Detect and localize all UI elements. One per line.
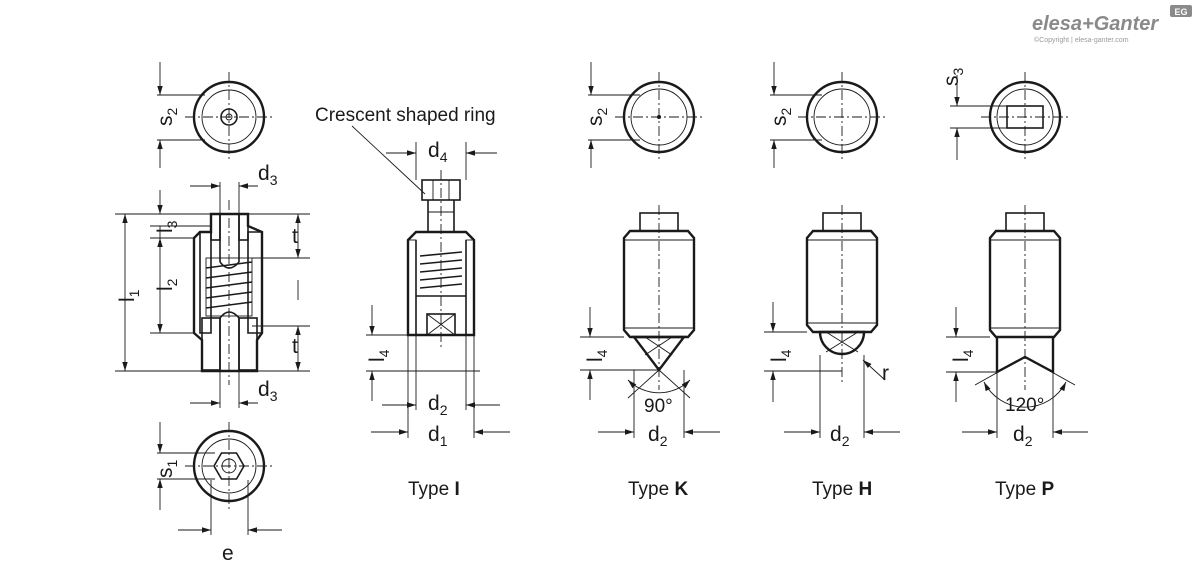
label-s2-base: s2: [154, 108, 180, 127]
label-l4-type-p: l4: [950, 349, 976, 362]
base-top-view: [157, 62, 273, 168]
type-k-side-view: [580, 205, 720, 438]
caption-type-i: Type I: [408, 479, 460, 500]
label-s1: s1: [154, 460, 180, 479]
type-k-top-view: [588, 62, 703, 168]
brand-name: elesa+Ganter: [1032, 13, 1159, 35]
label-s2-type-k: s2: [584, 108, 610, 127]
label-d3-bottom: d3: [258, 378, 278, 404]
brand-badge-box: [1170, 5, 1192, 17]
caption-type-h: Type H: [812, 479, 872, 500]
label-d2-type-k: d2: [648, 423, 668, 449]
brand-badge: EG: [1174, 7, 1187, 17]
base-section-view: [115, 182, 310, 408]
label-l1: l1: [116, 289, 142, 302]
label-s3: s3: [940, 68, 966, 87]
type-p-top-view: [950, 72, 1069, 162]
label-t-upper: t: [292, 225, 298, 248]
callout-crescent-ring: Crescent shaped ring: [315, 105, 496, 126]
label-angle-120: 120°: [1005, 395, 1044, 416]
label-r: r: [882, 362, 889, 385]
label-l3: l3: [154, 220, 180, 233]
label-d4: d4: [428, 139, 448, 165]
type-h-side-view: [764, 205, 900, 438]
brand-logo: elesa+Ganter EG ©Copyright | elesa-gante…: [1032, 5, 1192, 44]
label-d2-type-h: d2: [830, 423, 850, 449]
label-s2-type-h: s2: [768, 108, 794, 127]
label-e: e: [222, 542, 234, 565]
label-d2-type-p: d2: [1013, 423, 1033, 449]
label-d1: d1: [428, 423, 448, 449]
caption-type-p: Type P: [995, 479, 1054, 500]
type-p-side-view: [946, 205, 1088, 438]
label-l4-type-h: l4: [768, 349, 794, 362]
brand-copyright: ©Copyright | elesa-ganter.com: [1034, 36, 1129, 44]
caption-type-k: Type K: [628, 479, 688, 500]
label-d3-top: d3: [258, 162, 278, 188]
base-bottom-view: [157, 422, 282, 535]
label-l4-type-k: l4: [584, 349, 610, 362]
label-t-lower: t: [292, 335, 298, 358]
type-i-view: [351, 125, 510, 438]
type-h-top-view: [770, 62, 886, 168]
label-l4-type-i: l4: [366, 349, 392, 362]
label-d2-type-i: d2: [428, 392, 448, 418]
label-l2: l2: [154, 278, 180, 291]
label-angle-90: 90°: [644, 396, 673, 417]
